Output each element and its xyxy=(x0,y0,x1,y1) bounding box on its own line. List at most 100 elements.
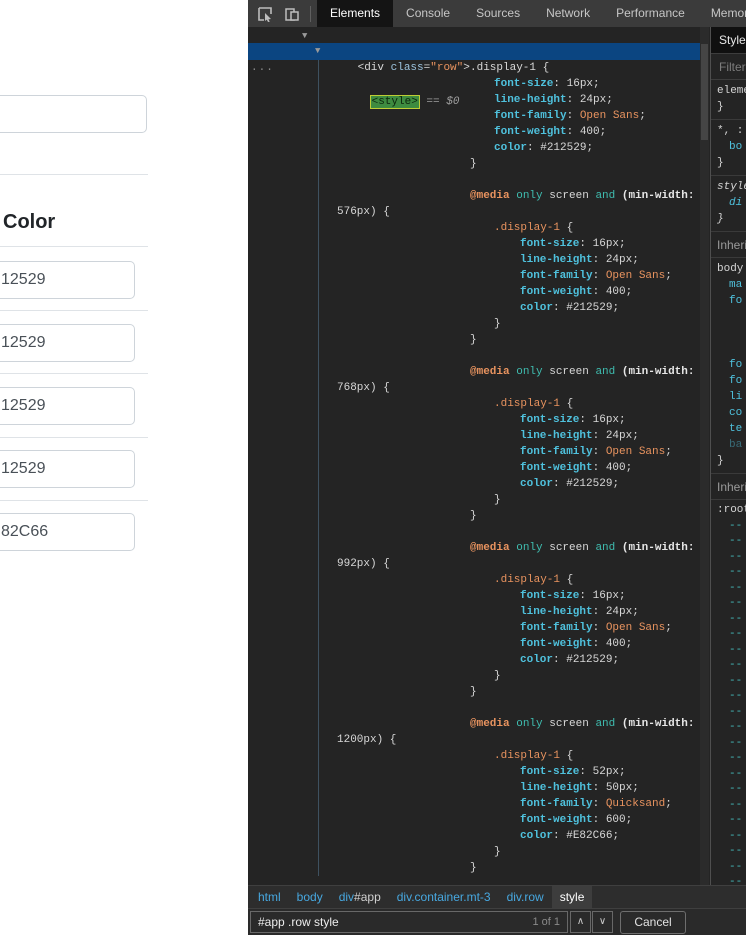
tree-node-style-selected[interactable]: ... ▼ <style> == $0 xyxy=(248,43,700,109)
color-value-input[interactable]: 12529 xyxy=(0,324,135,362)
tab-performance[interactable]: Performance xyxy=(616,6,685,20)
search-query-text: #app .row style xyxy=(258,915,339,929)
style-rule-line: ma xyxy=(729,279,743,291)
expand-arrow-icon[interactable]: ▼ xyxy=(302,31,308,41)
attr-eq: = xyxy=(423,62,431,74)
previous-match-button[interactable]: ∧ xyxy=(570,911,591,933)
color-value-input[interactable]: 12529 xyxy=(0,450,135,488)
breadcrumb-item-html[interactable]: html xyxy=(250,886,289,908)
tab-styles[interactable]: Styles xyxy=(711,27,746,54)
style-rule-line: -- xyxy=(729,752,743,764)
style-rule-line: -- xyxy=(729,814,743,826)
css-source-line: } xyxy=(470,158,477,170)
css-source-line: font-size: 16px; xyxy=(520,414,626,426)
css-source-line: font-weight: 400; xyxy=(520,286,633,298)
tag-open: <div xyxy=(357,62,391,74)
style-rule-line: :root xyxy=(717,504,746,516)
color-value-input[interactable]: 12529 xyxy=(0,387,135,425)
style-rule-line: fo xyxy=(729,295,743,307)
device-toolbar-icon[interactable] xyxy=(283,5,300,22)
css-source-line: @media only screen and (min-width: xyxy=(470,366,695,378)
style-rule-line: body xyxy=(717,263,744,275)
css-source-line: .display-1 { xyxy=(494,750,574,762)
style-rule-line xyxy=(717,325,746,341)
style-rule-line: -- xyxy=(729,581,743,594)
breadcrumb-item-body[interactable]: body xyxy=(289,886,331,908)
css-source-line: font-family: Open Sans; xyxy=(520,270,672,282)
style-rule-line: -- xyxy=(729,643,743,656)
css-source-line: font-weight: 400; xyxy=(520,462,633,474)
expand-arrow-icon[interactable]: ▼ xyxy=(315,46,321,56)
css-source-line xyxy=(248,348,700,364)
divider xyxy=(0,500,148,501)
breadcrumb-segment: #app xyxy=(354,890,381,904)
style-rule[interactable]: :root-----------------------------------… xyxy=(711,499,746,885)
cancel-button[interactable]: Cancel xyxy=(620,911,686,934)
breadcrumb-item-div.row[interactable]: div.row xyxy=(499,886,552,908)
style-text-content: .display-1 { font-size: 16px; line-height:… xyxy=(248,60,700,876)
divider xyxy=(0,174,148,175)
style-rule-line: -- xyxy=(729,612,743,625)
css-source-line: font-size: 52px; xyxy=(520,766,626,778)
inspect-element-icon[interactable] xyxy=(256,5,273,22)
tag-close: > xyxy=(463,62,470,74)
color-value-input[interactable]: 82C66 xyxy=(0,513,135,551)
breadcrumb-item-style[interactable]: style xyxy=(551,886,593,908)
style-rule[interactable]: styledi} xyxy=(711,175,746,231)
style-rule[interactable]: *, ::bo} xyxy=(711,119,746,175)
inherited-from-header: Inheri xyxy=(711,473,746,499)
text-input-empty[interactable] xyxy=(0,95,147,133)
tab-console[interactable]: Console xyxy=(406,6,451,20)
css-source-line: } xyxy=(494,494,501,506)
search-input[interactable]: #app .row style 1 of 1 xyxy=(250,911,568,933)
css-source-line: font-family: Open Sans; xyxy=(494,110,646,122)
css-source-line: color: #212529; xyxy=(494,142,594,154)
style-rule-line: } xyxy=(717,455,724,467)
attr-value: "row" xyxy=(430,62,464,74)
tab-memory[interactable]: Memory xyxy=(710,6,746,20)
vertical-scrollbar[interactable] xyxy=(700,27,709,885)
css-source-line: @media only screen and (min-width: xyxy=(470,542,695,554)
style-rule-line: -- xyxy=(729,535,743,547)
style-rule-line: di xyxy=(729,197,743,209)
css-source-line: line-height: 24px; xyxy=(520,606,639,618)
breadcrumb-segment: div.row xyxy=(506,890,544,904)
web-page: Color 12529 12529 12529 12529 82C66 xyxy=(0,0,248,937)
css-source-line xyxy=(248,172,700,188)
styles-sidebar: Styles Filter eleme}*, ::bo}styledi}Inhe… xyxy=(710,27,746,885)
breadcrumb-segment: style xyxy=(559,890,585,904)
search-match-style-tag: <style> xyxy=(369,95,420,109)
tab-network[interactable]: Network xyxy=(546,6,591,20)
css-source-line: } xyxy=(470,862,477,874)
styles-filter-input[interactable]: Filter xyxy=(711,54,746,80)
color-value-input[interactable]: 12529 xyxy=(0,261,135,299)
breadcrumb-item-div#app[interactable]: div#app xyxy=(331,886,389,908)
node-options-ellipsis[interactable]: ... xyxy=(251,62,274,74)
style-rule-line: -- xyxy=(729,845,743,857)
breadcrumb-item-div.container.mt-3[interactable]: div.container.mt-3 xyxy=(389,886,499,908)
style-rule-line: -- xyxy=(729,798,743,811)
divider xyxy=(0,310,148,311)
style-rule-line: -- xyxy=(729,721,743,733)
next-match-button[interactable]: ∨ xyxy=(592,911,613,933)
css-source-line: 1200px) { xyxy=(337,734,397,746)
style-rule-line: -- xyxy=(729,876,743,885)
css-source-line: color: #E82C66; xyxy=(520,830,620,842)
css-source-line: .display-1 { xyxy=(494,398,574,410)
style-rule-line: fo xyxy=(729,375,743,387)
css-source-line: line-height: 24px; xyxy=(494,94,613,106)
tab-elements[interactable]: Elements xyxy=(317,0,394,27)
css-source-line: line-height: 24px; xyxy=(520,430,639,442)
css-source-line: color: #212529; xyxy=(520,302,620,314)
match-count: 1 of 1 xyxy=(532,916,560,928)
scrollbar-thumb[interactable] xyxy=(701,44,708,140)
devtools-tabs: Elements Console Sources Network Performance… xyxy=(317,0,746,27)
tree-node-div-row[interactable]: ▼ <div class="row"> xyxy=(248,28,700,74)
tab-sources[interactable]: Sources xyxy=(476,6,521,20)
page-title: Color xyxy=(3,211,56,233)
css-source-line: @media only screen and (min-width: xyxy=(470,718,695,730)
css-source-line: .display-1 { xyxy=(494,574,574,586)
style-rule[interactable]: eleme} xyxy=(711,80,746,119)
inherited-from-header: Inheri xyxy=(711,231,746,257)
